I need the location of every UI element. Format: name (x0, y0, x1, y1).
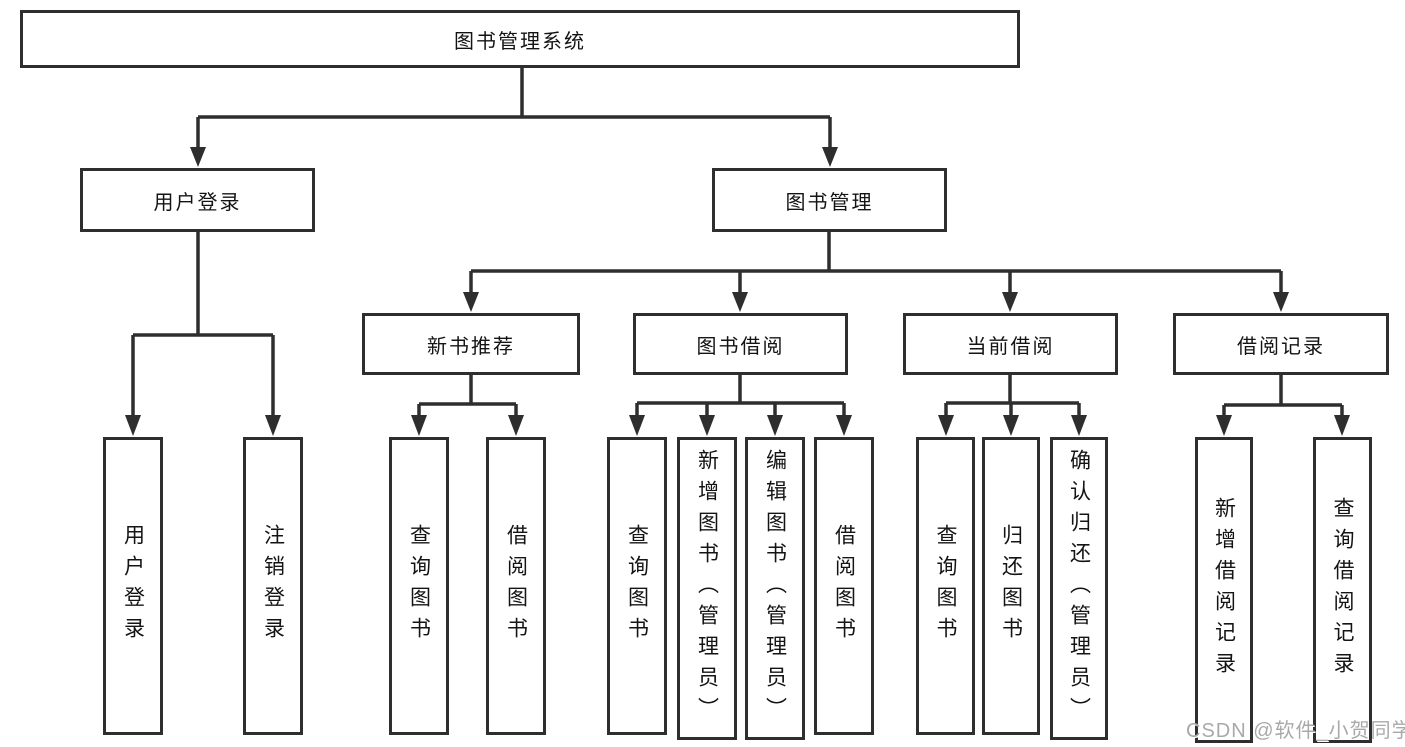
node-label: 确认归还（管理员） (1067, 449, 1091, 728)
node-book-borrowing: 图书借阅 (633, 313, 848, 375)
leaf-add-book-admin: 新增图书（管理员） (677, 437, 737, 740)
node-label: 图书管理 (785, 191, 874, 214)
node-label: 图书管理系统 (454, 30, 586, 53)
leaf-query-books-recommend: 查询图书 (389, 437, 449, 735)
node-label: 用户登录 (153, 191, 242, 214)
csdn-watermark: CSDN @软件_小贺同学 (1186, 720, 1405, 742)
leaf-logout: 注销登录 (243, 437, 303, 735)
node-label: 编辑图书（管理员） (763, 449, 787, 728)
node-label: 用户登录 (121, 524, 145, 648)
arrowheads (125, 147, 1350, 436)
node-label: 借阅图书 (504, 524, 528, 648)
leaf-user-login: 用户登录 (103, 437, 163, 735)
node-label: 当前借阅 (966, 335, 1055, 358)
node-label: 新增图书（管理员） (695, 449, 719, 728)
node-new-book-recommendation: 新书推荐 (362, 313, 580, 375)
leaf-edit-book-admin: 编辑图书（管理员） (745, 437, 805, 740)
node-label: 查询借阅记录 (1331, 497, 1354, 683)
node-user-login: 用户登录 (80, 168, 315, 232)
leaf-query-borrow-record: 查询借阅记录 (1313, 437, 1372, 743)
node-library-management-system: 图书管理系统 (20, 10, 1020, 68)
node-label: 注销登录 (261, 524, 285, 648)
leaf-query-books-borrow: 查询图书 (607, 437, 667, 735)
node-borrowing-records: 借阅记录 (1173, 313, 1389, 375)
node-current-borrowing: 当前借阅 (903, 313, 1118, 375)
node-label: 查询图书 (934, 524, 957, 648)
leaf-return-books: 归还图书 (982, 437, 1040, 735)
leaf-borrow-books: 借阅图书 (814, 437, 874, 735)
node-label: 归还图书 (999, 524, 1023, 648)
leaf-borrow-books-recommend: 借阅图书 (486, 437, 546, 735)
node-book-management: 图书管理 (712, 168, 947, 232)
node-label: 图书借阅 (696, 335, 785, 358)
node-label: 查询图书 (625, 524, 649, 648)
node-label: 新书推荐 (427, 335, 515, 358)
node-label: 借阅图书 (832, 524, 856, 648)
leaf-add-borrow-record: 新增借阅记录 (1195, 437, 1253, 743)
leaf-query-books-current: 查询图书 (916, 437, 975, 735)
node-label: 新增借阅记录 (1212, 497, 1236, 683)
leaf-confirm-return-admin: 确认归还（管理员） (1050, 437, 1108, 740)
node-label: 借阅记录 (1237, 335, 1325, 358)
node-label: 查询图书 (407, 524, 431, 648)
